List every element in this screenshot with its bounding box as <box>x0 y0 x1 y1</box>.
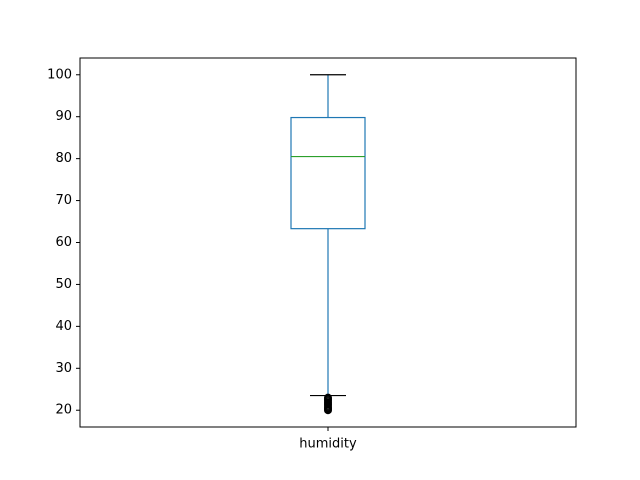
y-tick-label: 70 <box>55 193 72 208</box>
y-tick-label: 90 <box>55 109 72 124</box>
y-axis: 20 30 40 50 60 70 80 90 100 <box>47 67 80 418</box>
axes-frame <box>79 57 577 428</box>
y-tick-label: 40 <box>55 319 72 334</box>
y-tick-label: 80 <box>55 151 72 166</box>
plot-area <box>290 74 366 415</box>
y-tick-label: 60 <box>55 235 72 250</box>
y-tick-label: 30 <box>55 361 72 376</box>
y-tick-label: 100 <box>47 67 72 82</box>
y-tick-label: 50 <box>55 277 72 292</box>
x-axis: humidity <box>299 427 357 452</box>
x-tick-label: humidity <box>299 437 357 452</box>
iqr-box <box>290 116 366 230</box>
outlier-point <box>323 393 332 402</box>
y-tick-label: 20 <box>55 403 72 418</box>
